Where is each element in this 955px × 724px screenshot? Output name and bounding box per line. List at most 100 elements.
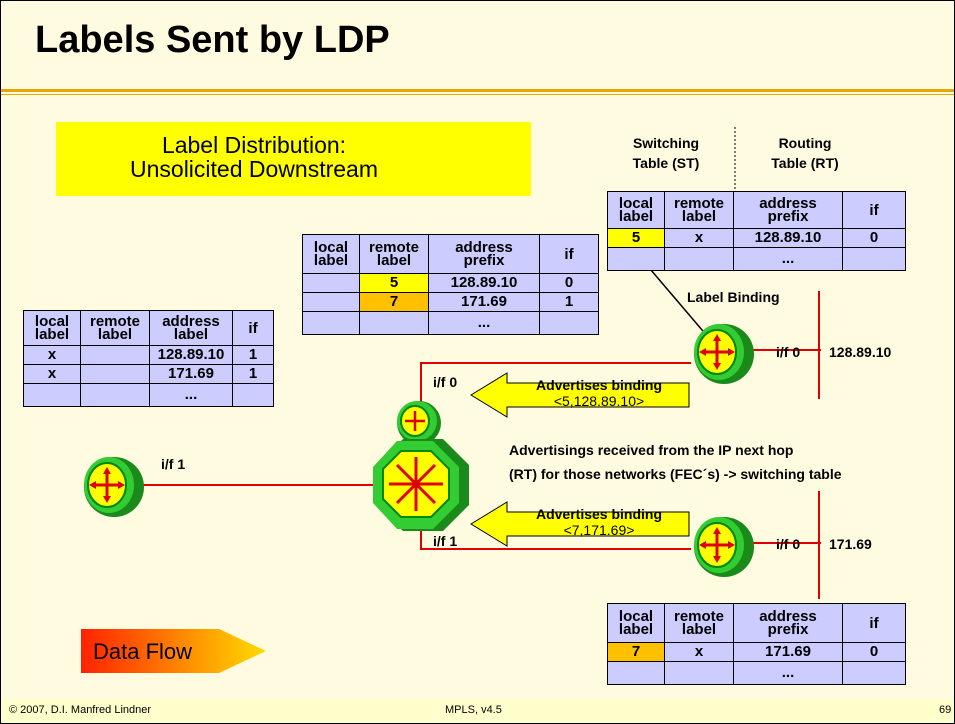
cell: ... — [733, 661, 843, 685]
cell: 128.89.10 — [733, 228, 843, 248]
rt-header-line1: Routing — [778, 135, 832, 151]
col-remote-line1: remote — [673, 195, 725, 212]
callout-top-line1: Advertises binding — [535, 377, 663, 393]
col-local-line2: label — [34, 326, 70, 343]
cell: 171.69 — [428, 292, 540, 312]
title-rule — [1, 89, 954, 92]
page-title: Labels Sent by LDP — [35, 19, 390, 61]
cell — [607, 661, 665, 685]
cell — [359, 311, 429, 335]
table-row: ... — [607, 247, 906, 271]
col-if: if — [539, 234, 599, 274]
col-address-line1: address — [162, 313, 220, 330]
cell: 171.69 — [733, 642, 843, 662]
cell — [80, 364, 150, 384]
if0-bottom-right-label: i/f 0 — [776, 536, 801, 552]
cell: ... — [149, 383, 233, 407]
table-row: ... — [302, 311, 599, 335]
router-icon — [694, 324, 754, 384]
cell-highlight: 5 — [359, 273, 429, 293]
footer: © 2007, D.I. Manfred Lindner MPLS, v4.5 … — [1, 699, 954, 723]
col-remote-line2: label — [376, 252, 412, 269]
table-row: ... — [607, 661, 906, 685]
col-if: if — [232, 310, 274, 346]
callout-bottom-line1: Advertises binding — [535, 506, 663, 522]
cell: 0 — [539, 273, 599, 293]
data-flow-arrow — [81, 629, 266, 673]
cell — [302, 311, 360, 335]
footer-copyright: © 2007, D.I. Manfred Lindner — [9, 704, 152, 716]
cell — [232, 383, 274, 407]
advertisings-line2: (RT) for those networks (FEC´s) -> switc… — [509, 466, 842, 482]
cell: x — [664, 228, 734, 248]
cell: 128.89.10 — [149, 345, 233, 365]
if0-center-label: i/f 0 — [433, 374, 458, 390]
col-address-line1: address — [759, 195, 817, 212]
router-icon — [84, 457, 144, 517]
title-bar: Labels Sent by LDP — [1, 1, 954, 89]
cell — [80, 345, 150, 365]
table-row: ... — [23, 383, 274, 407]
col-local-line1: local — [618, 608, 654, 625]
col-address-line2: prefix — [463, 252, 505, 269]
cell: 171.69 — [149, 364, 233, 384]
callout-bottom-line2: <7,171.69> — [563, 522, 635, 538]
footer-course: MPLS, v4.5 — [445, 704, 502, 716]
col-local-line1: local — [618, 195, 654, 212]
network-bottom-label: 171.69 — [829, 536, 872, 552]
cell — [539, 311, 599, 335]
col-local-line1: local — [313, 239, 349, 256]
cell — [664, 661, 734, 685]
cell: 0 — [842, 642, 906, 662]
callout-bottom-text: Advertises binding <7,171.69> — [509, 506, 689, 538]
col-remote-line2: label — [97, 326, 133, 343]
callout-top-text: Advertises binding <5,128.89.10> — [509, 377, 689, 409]
col-address-line2: prefix — [767, 208, 809, 225]
cell: 1 — [232, 364, 274, 384]
data-flow-label: Data Flow — [93, 639, 193, 664]
cell: 1 — [539, 292, 599, 312]
col-address-line1: address — [759, 608, 817, 625]
rt-header-line2: Table (RT) — [771, 155, 839, 171]
advertisings-line1: Advertisings received from the IP next h… — [509, 442, 794, 458]
st-header-line2: Table (ST) — [632, 155, 700, 171]
cell-highlight: 7 — [359, 292, 429, 312]
lsr-switch-icon — [373, 439, 469, 531]
callout-top-line2: <5,128.89.10> — [553, 393, 645, 409]
col-address-line2: prefix — [767, 621, 809, 638]
if0-top-right-label: i/f 0 — [776, 344, 801, 360]
col-remote-line2: label — [681, 621, 717, 638]
cell-highlight: 7 — [607, 642, 665, 662]
rt-header: Routing Table (RT) — [763, 135, 847, 171]
cell — [842, 661, 906, 685]
cell — [23, 383, 81, 407]
cell: ... — [733, 247, 843, 271]
cell — [302, 292, 360, 312]
callout-arrow-bottom — [470, 501, 690, 547]
cell: 128.89.10 — [428, 273, 540, 293]
cell — [80, 383, 150, 407]
col-if: if — [842, 191, 906, 229]
cell — [664, 247, 734, 271]
col-local-line1: local — [34, 313, 70, 330]
